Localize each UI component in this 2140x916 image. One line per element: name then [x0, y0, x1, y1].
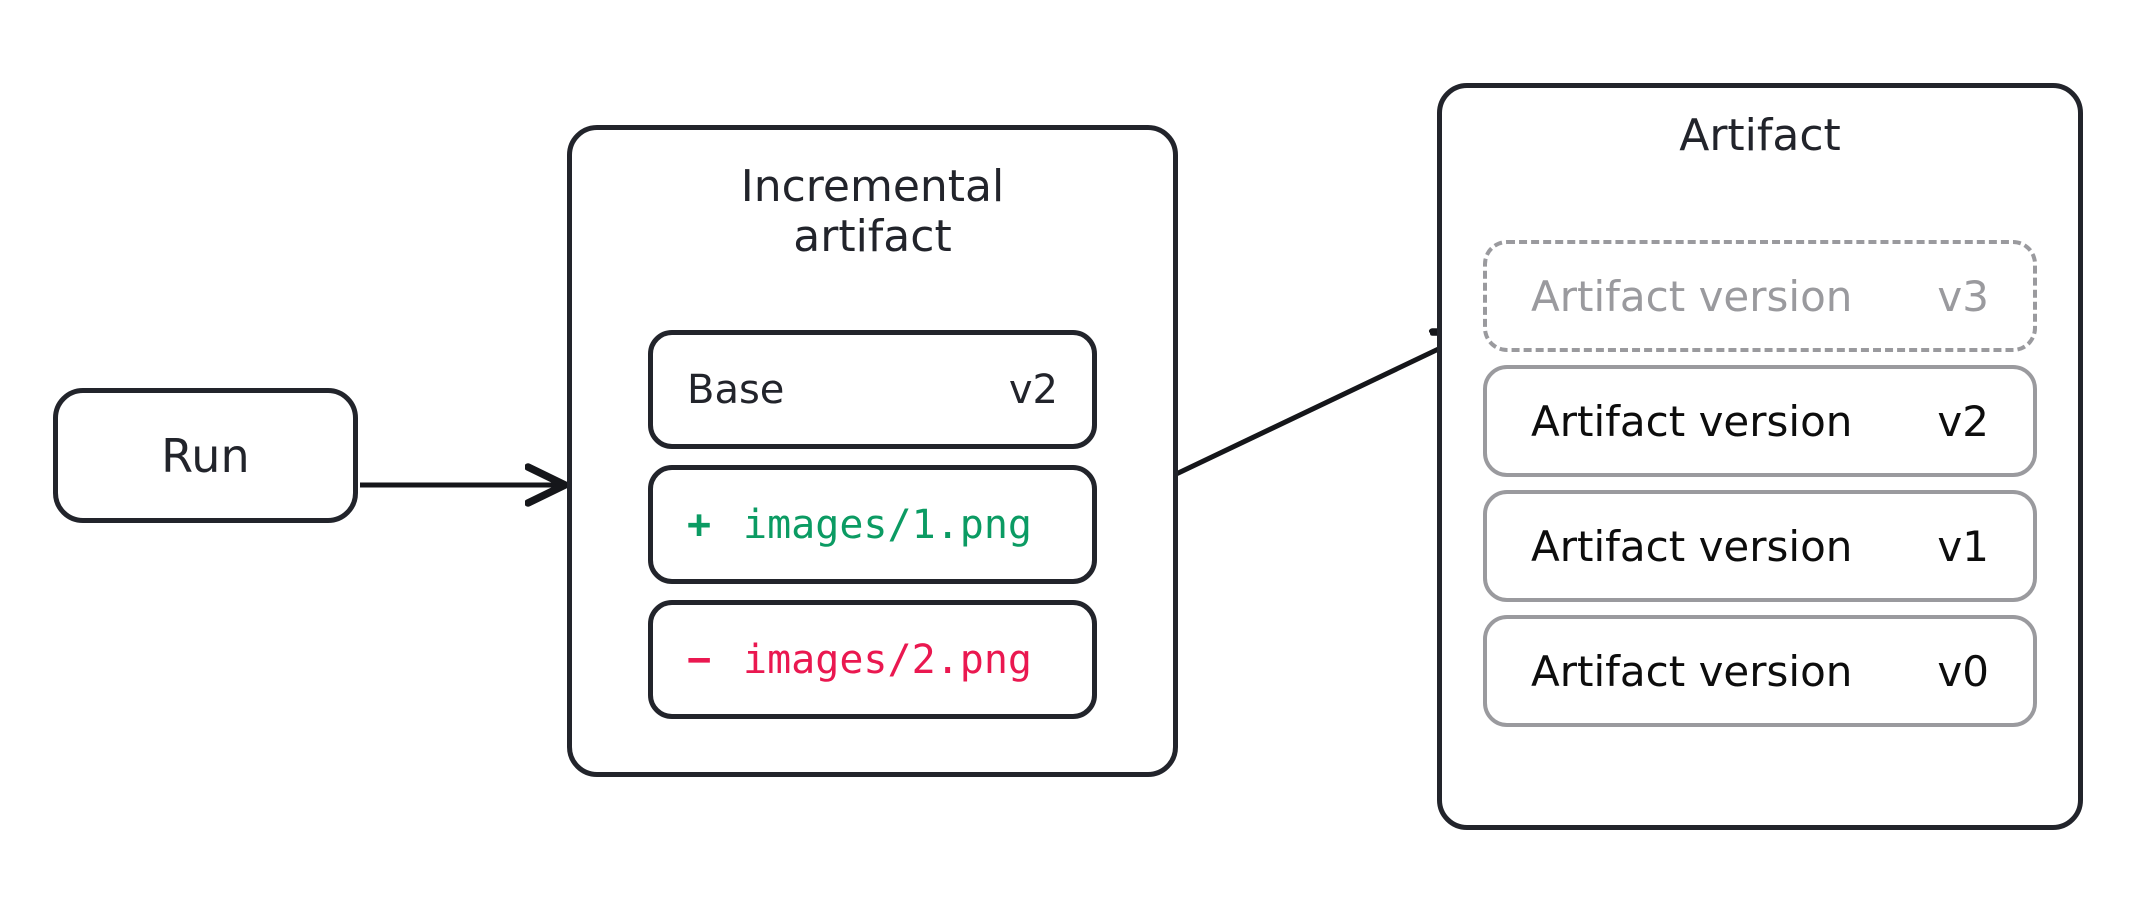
- artifact-node[interactable]: Artifact Artifact version v3 Artifact ve…: [1437, 83, 2083, 830]
- removed-file-path: images/2.png: [743, 636, 1032, 683]
- plus-icon: +: [687, 501, 712, 548]
- artifact-version-v0[interactable]: Artifact version v0: [1483, 615, 2037, 727]
- incremental-artifact-title-line1: Incremental: [740, 161, 1005, 212]
- minus-icon: −: [687, 636, 712, 683]
- artifact-version-v0-value: v0: [1937, 646, 1989, 696]
- incremental-artifact-title: Incremental artifact: [572, 162, 1173, 261]
- artifact-version-v0-label: Artifact version: [1531, 646, 1853, 696]
- artifact-version-list: Artifact version v3 Artifact version v2 …: [1483, 240, 2037, 727]
- incremental-artifact-node[interactable]: Incremental artifact Base v2 + images/1.…: [567, 125, 1178, 777]
- incremental-row-base[interactable]: Base v2: [648, 330, 1097, 449]
- artifact-version-v1[interactable]: Artifact version v1: [1483, 490, 2037, 602]
- artifact-version-v3-value: v3: [1937, 271, 1989, 321]
- base-label: Base: [687, 366, 785, 413]
- artifact-version-v2-value: v2: [1937, 396, 1989, 446]
- artifact-version-v1-label: Artifact version: [1531, 521, 1853, 571]
- incremental-rows: Base v2 + images/1.png − images/2.png: [648, 330, 1097, 719]
- edge-incremental-to-artifact-v3: [1170, 334, 1470, 479]
- artifact-version-v2-label: Artifact version: [1531, 396, 1853, 446]
- incremental-row-added-file[interactable]: + images/1.png: [648, 465, 1097, 584]
- run-label: Run: [161, 428, 250, 483]
- artifact-version-v3[interactable]: Artifact version v3: [1483, 240, 2037, 352]
- added-file-path: images/1.png: [743, 501, 1032, 548]
- incremental-row-removed-file[interactable]: − images/2.png: [648, 600, 1097, 719]
- base-version: v2: [1008, 366, 1058, 413]
- artifact-version-v1-value: v1: [1937, 521, 1989, 571]
- artifact-title: Artifact: [1679, 110, 1841, 161]
- run-node[interactable]: Run: [53, 388, 358, 523]
- artifact-version-v2[interactable]: Artifact version v2: [1483, 365, 2037, 477]
- artifact-version-v3-label: Artifact version: [1531, 271, 1853, 321]
- incremental-artifact-title-line2: artifact: [793, 210, 952, 262]
